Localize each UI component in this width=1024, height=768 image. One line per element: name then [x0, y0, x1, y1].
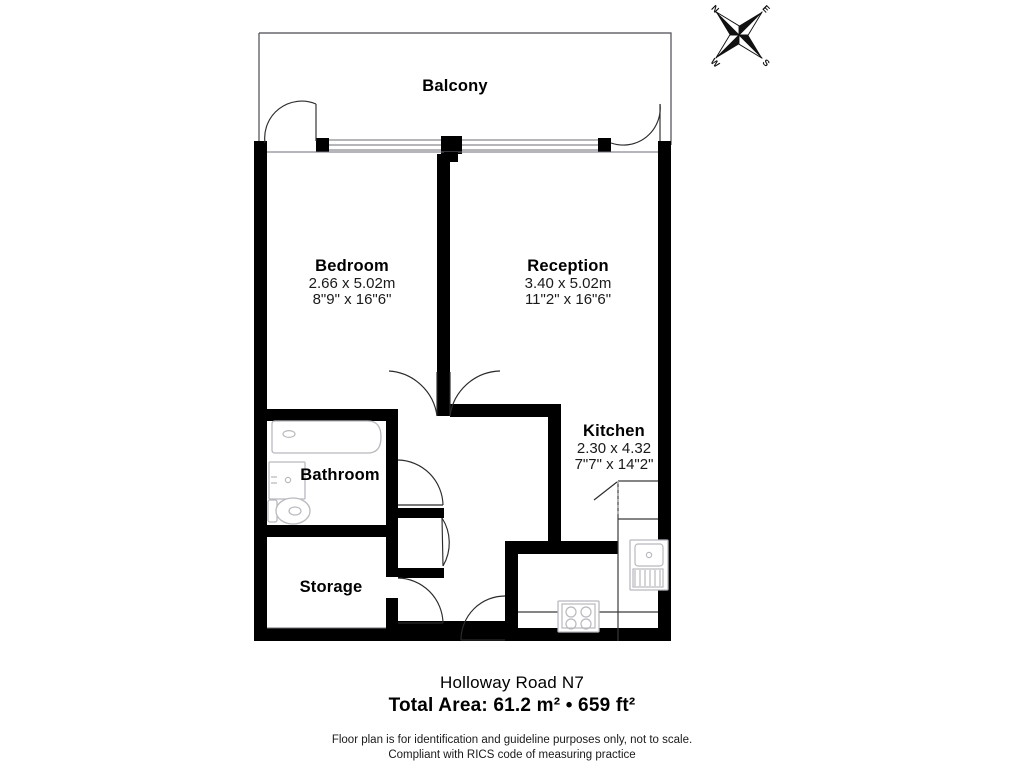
- room-dim-imperial-reception: 11"2" x 16"6": [525, 291, 611, 308]
- room-dim-imperial-kitchen: 7"7" x 14"2": [575, 456, 654, 473]
- compass-label-west: W: [709, 56, 722, 69]
- compass-label-north: N: [709, 3, 721, 15]
- disclaimer-line-1: Floor plan is for identification and gui…: [331, 733, 693, 746]
- room-label-kitchen: Kitchen: [583, 422, 645, 440]
- room-label-bedroom: Bedroom: [315, 257, 389, 275]
- compass-rose: N E S W: [709, 3, 772, 70]
- disclaimer-line-2: Compliant with RICS code of measuring pr…: [388, 749, 636, 762]
- toilet-icon: [267, 497, 311, 525]
- bedroom-reception-partition: [437, 154, 450, 416]
- room-dim-metric-reception: 3.40 x 5.02m: [525, 275, 612, 292]
- room-label-bathroom: Bathroom: [300, 466, 380, 484]
- property-address: Holloway Road N7: [440, 673, 584, 692]
- interior-walls: [254, 404, 618, 641]
- balcony-sliding-doors: [267, 136, 658, 162]
- kitchen-fixtures: [518, 480, 669, 641]
- appliance-icon: [629, 539, 669, 591]
- room-label-reception: Reception: [527, 257, 609, 275]
- bathtub-icon: [271, 420, 382, 454]
- room-dim-metric-kitchen: 2.30 x 4.32: [577, 440, 651, 457]
- room-dim-metric-bedroom: 2.66 x 5.02m: [309, 275, 396, 292]
- balcony-door-swings: [264, 100, 661, 146]
- room-label-balcony: Balcony: [422, 77, 488, 95]
- interior-door-swings: [388, 370, 506, 641]
- sink-icon: [268, 461, 306, 500]
- compass-label-east: E: [760, 3, 771, 14]
- caption-block: Holloway Road N7 Total Area: 61.2 m² • 6…: [0, 672, 1024, 763]
- outer-walls: [254, 141, 671, 641]
- room-label-storage: Storage: [300, 578, 363, 596]
- compass-label-south: S: [760, 57, 771, 68]
- bathroom-fixtures: [267, 420, 382, 525]
- balcony-outline: [258, 32, 672, 145]
- room-labels: Balcony Bedroom 2.66 x 5.02m 8"9" x 16"6…: [300, 77, 654, 596]
- room-dim-imperial-bedroom: 8"9" x 16"6": [313, 291, 392, 308]
- hob-icon: [557, 600, 600, 633]
- total-area: Total Area: 61.2 m² • 659 ft²: [388, 695, 636, 717]
